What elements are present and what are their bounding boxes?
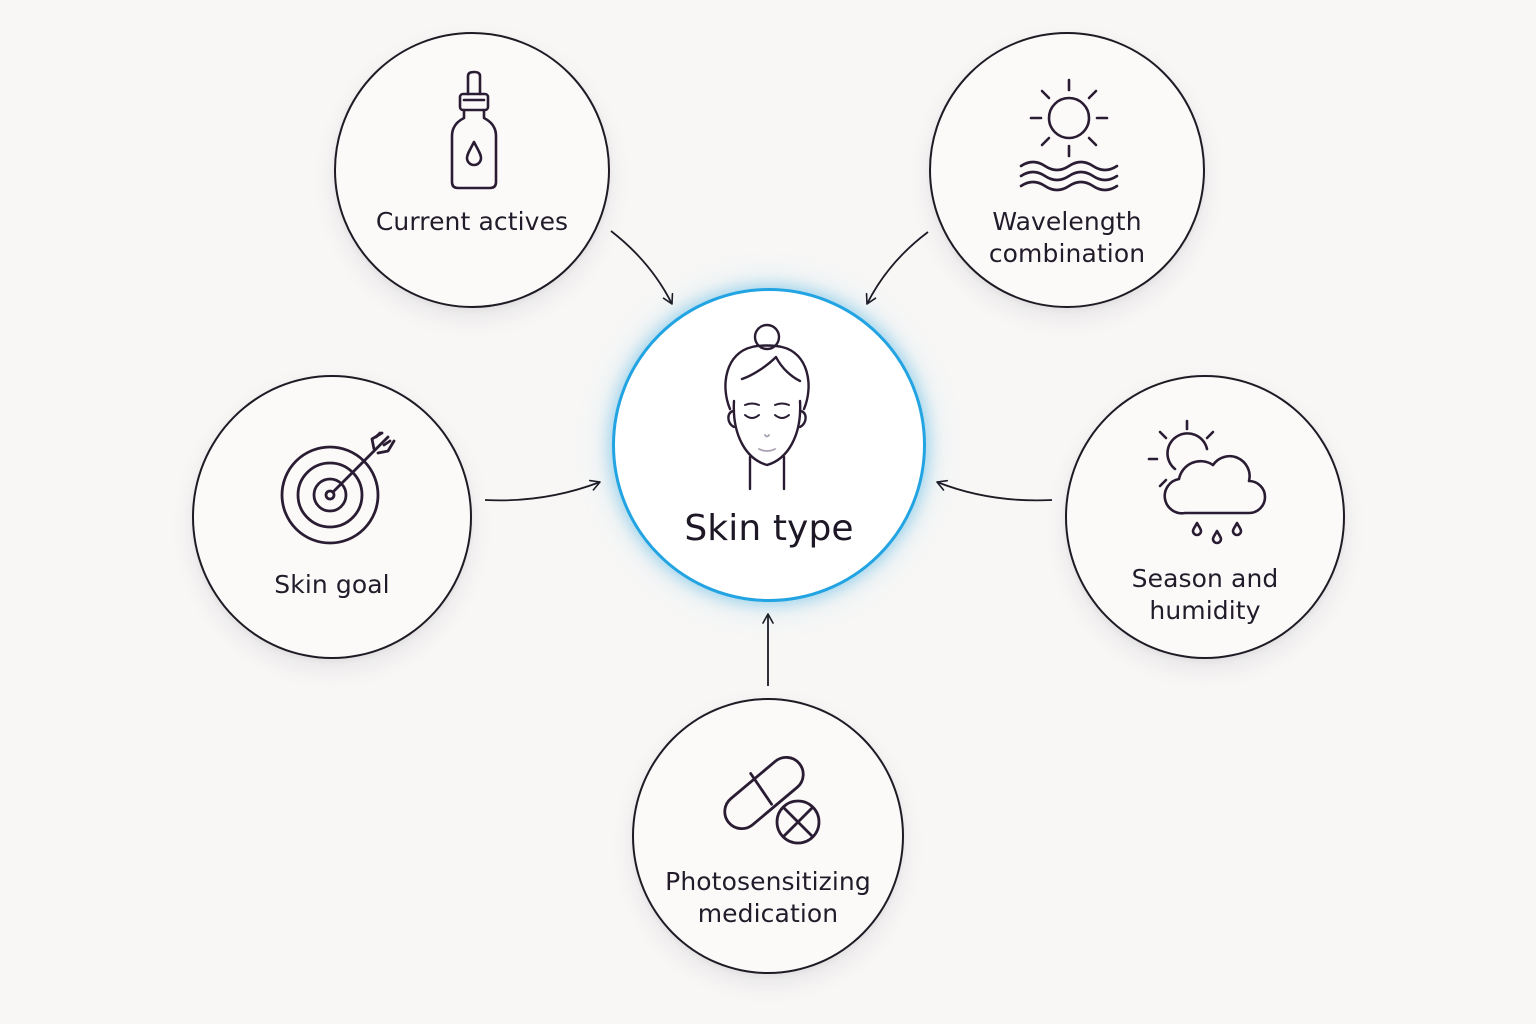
current-actives-label: Current actives xyxy=(375,207,569,236)
wavelength-combination-node: Wavelength combination xyxy=(929,32,1205,308)
wavelength-combination-label: Wavelength combination xyxy=(988,207,1146,268)
photosensitizing-medication-node: Photosensitizing medication xyxy=(632,698,904,974)
arrow-season-to-skin-type xyxy=(936,479,1053,502)
arrow-wavelength-to-skin-type xyxy=(865,231,929,305)
arrow-actives-to-skin-type xyxy=(610,230,674,305)
serum-dropper-bottle-icon xyxy=(450,70,498,190)
skin-goal-node: Skin goal xyxy=(192,375,472,659)
season-humidity-node: Season and humidity xyxy=(1065,375,1345,659)
sun-cloud-rain-icon xyxy=(1147,419,1267,545)
skin-type-label: Skin type xyxy=(684,508,854,549)
target-arrow-icon xyxy=(280,431,396,545)
skin-type-node: Skin type xyxy=(612,288,926,602)
current-actives-node: Current actives xyxy=(334,32,610,308)
skin-goal-label: Skin goal xyxy=(274,570,390,599)
season-humidity-label: Season and humidity xyxy=(1131,564,1279,625)
pills-icon xyxy=(723,755,821,845)
face-icon xyxy=(724,323,810,491)
arrow-goal-to-skin-type xyxy=(484,479,601,502)
photosensitizing-medication-label: Photosensitizing medication xyxy=(665,867,871,928)
sun-waves-icon xyxy=(1019,78,1119,192)
